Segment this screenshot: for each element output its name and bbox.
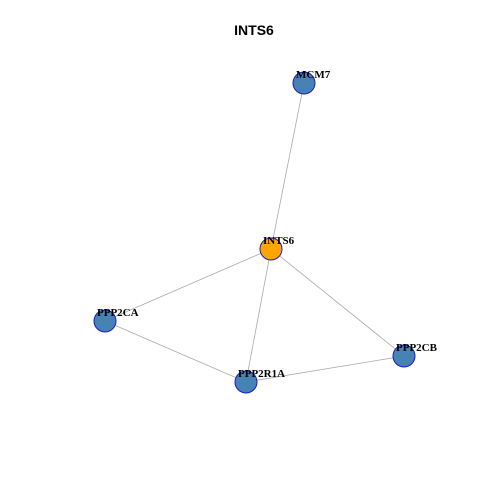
edge-ppp2r1a-ppp2cb [245,355,405,383]
edge-ints6-mcm7 [270,82,305,250]
diagram-title: INTS6 [234,22,274,38]
node-label-ints6: INTS6 [263,235,295,247]
node-label-ppp2r1a: PPP2R1A [238,368,285,380]
edge-ints6-ppp2r1a [245,248,272,383]
node-label-ppp2cb: PPP2CB [396,342,438,354]
node-ppp2cb [392,344,416,368]
node-ints6 [259,237,283,261]
node-label-mcm7: MCM7 [296,69,331,81]
node-ppp2r1a [234,370,258,394]
node-ppp2ca [93,309,117,333]
edge-ppp2ca-ppp2r1a [104,320,247,383]
edge-ints6-ppp2ca [104,248,272,322]
node-label-ppp2ca: PPP2CA [97,307,139,319]
edge-layer [104,82,405,383]
node-mcm7 [292,71,316,95]
edge-ints6-ppp2cb [270,248,405,357]
